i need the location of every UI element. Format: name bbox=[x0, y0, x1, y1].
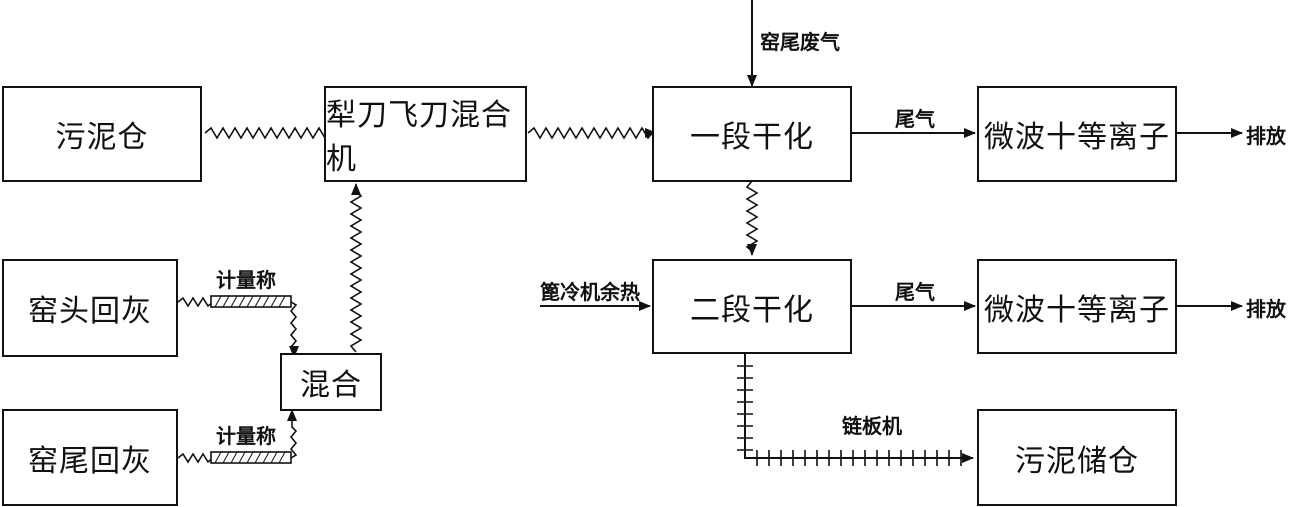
label-discharge-2: 排放 bbox=[1246, 297, 1286, 321]
node-kiln-head-ash: 窑头回灰 bbox=[2, 259, 178, 357]
node-microwave-plasma-1: 微波十等离子 bbox=[977, 86, 1177, 182]
label-cooler-heat: 篦冷机余热 bbox=[540, 280, 640, 304]
label-exhaust-1: 尾气 bbox=[895, 107, 935, 131]
node-stage1-drying: 一段干化 bbox=[652, 86, 852, 182]
flow-scale2-to-blend bbox=[287, 409, 298, 459]
flow-scale1-to-blend bbox=[289, 301, 299, 358]
node-kiln-tail-ash: 窑尾回灰 bbox=[2, 409, 178, 506]
node-plough-mixer: 犁刀飞刀混合机 bbox=[324, 86, 527, 182]
label-kiln-tail-gas: 窑尾废气 bbox=[760, 30, 840, 54]
label-chain-conveyor: 链板机 bbox=[842, 414, 902, 438]
scale-2-hatch bbox=[214, 451, 286, 464]
flow-silo-to-mixer bbox=[204, 126, 336, 140]
node-stage2-drying: 二段干化 bbox=[652, 259, 852, 354]
chain-conveyor-ticks bbox=[737, 365, 962, 466]
flow-stage1-to-stage2 bbox=[745, 180, 759, 256]
flow-mixer-to-stage1 bbox=[527, 126, 657, 140]
flow-blend-to-mixer bbox=[349, 183, 363, 353]
node-sludge-storage: 污泥储仓 bbox=[977, 409, 1177, 506]
flow-kiln-tail-to-scale bbox=[177, 452, 214, 464]
flow-chain-conveyor bbox=[744, 354, 974, 463]
node-microwave-plasma-2: 微波十等离子 bbox=[977, 259, 1177, 354]
node-blend: 混合 bbox=[280, 353, 382, 411]
scale-1-hatch bbox=[214, 295, 286, 308]
label-scale-2: 计量称 bbox=[216, 424, 276, 448]
scale-2 bbox=[210, 451, 292, 464]
node-sludge-silo: 污泥仓 bbox=[2, 86, 202, 182]
scale-1 bbox=[210, 295, 292, 308]
label-discharge-1: 排放 bbox=[1246, 124, 1286, 148]
flow-kiln-head-to-scale bbox=[177, 296, 214, 308]
label-exhaust-2: 尾气 bbox=[895, 280, 935, 304]
label-scale-1: 计量称 bbox=[216, 268, 276, 292]
